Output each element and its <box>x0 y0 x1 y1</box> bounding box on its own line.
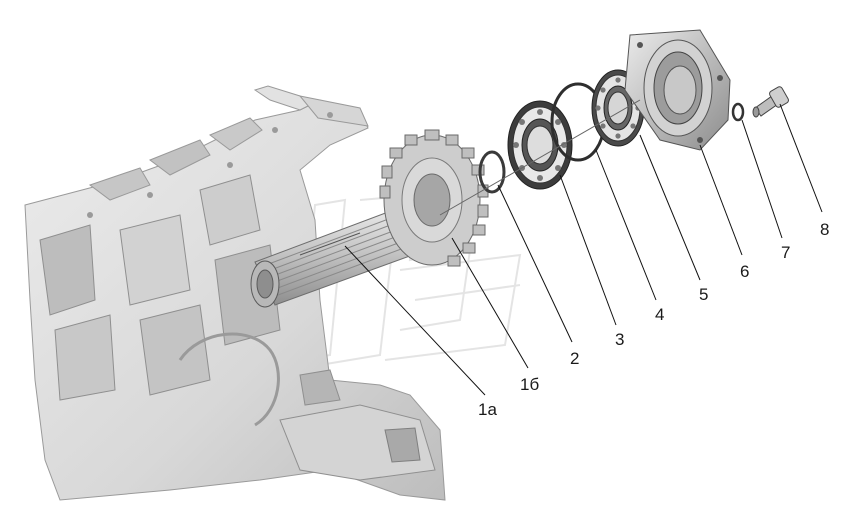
gear-1b <box>379 129 489 267</box>
assembly-axis-line <box>439 99 641 216</box>
leader-1a <box>344 245 486 396</box>
callout-2: 2 <box>570 349 579 368</box>
callout-1a: 1а <box>478 400 497 419</box>
leader-4 <box>595 149 657 301</box>
callout-6: 6 <box>740 262 749 281</box>
callout-8: 8 <box>820 220 829 239</box>
callout-4: 4 <box>655 305 664 324</box>
callout-labels: 1а 1б 2 3 4 5 6 7 8 <box>478 220 829 419</box>
leader-7 <box>741 119 783 239</box>
gearbox-housing <box>24 85 446 501</box>
leader-8 <box>779 103 823 213</box>
cover-6 <box>624 29 731 151</box>
bolt-8 <box>752 86 789 118</box>
leader-5 <box>639 134 701 281</box>
leader-1b <box>451 237 529 369</box>
leader-lines <box>344 103 823 396</box>
leader-3 <box>559 174 617 326</box>
callout-5: 5 <box>699 285 708 304</box>
washer-7 <box>731 102 745 122</box>
leader-6 <box>699 144 743 256</box>
callout-1b: 1б <box>520 375 539 394</box>
callout-3: 3 <box>615 330 624 349</box>
leader-2 <box>497 184 573 343</box>
callout-7: 7 <box>781 243 790 262</box>
snap-ring-2 <box>478 150 506 194</box>
